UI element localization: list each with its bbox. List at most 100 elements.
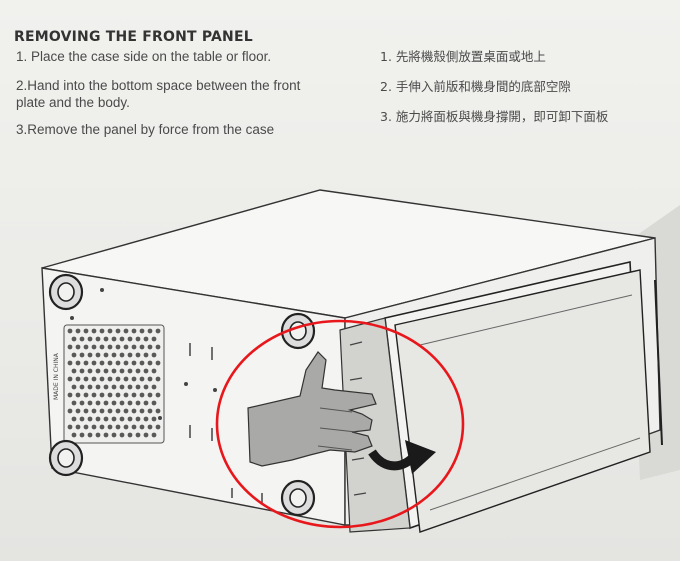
vent-hole [75, 392, 81, 398]
highlight-circle [215, 319, 465, 529]
vent-hole [127, 368, 133, 374]
vent-hole [67, 328, 73, 334]
rear-slots [189, 343, 263, 503]
vent-hole [123, 360, 129, 366]
vent-hole [119, 336, 125, 342]
vent-hole [79, 432, 85, 438]
vent-hole [103, 432, 109, 438]
vent-hole [127, 352, 133, 358]
vent-hole [95, 416, 101, 422]
vent-hole [99, 328, 105, 334]
vent-hole [87, 432, 93, 438]
vent-hole [71, 432, 77, 438]
vent-hole [99, 424, 105, 430]
vent-hole [75, 328, 81, 334]
english-step-2: 2.Hand into the bottom space between the… [16, 78, 301, 110]
vent-hole [95, 400, 101, 406]
vent-hole [95, 352, 101, 358]
hand-finger-lines [317, 407, 357, 451]
vent-hole [71, 336, 77, 342]
vent-hole [119, 368, 125, 374]
vent-hole [79, 384, 85, 390]
vent-hole [79, 336, 85, 342]
vent-hole [143, 352, 149, 358]
vent-hole [87, 368, 93, 374]
vent-hole [139, 360, 145, 366]
vent-hole [131, 424, 137, 430]
vent-hole [99, 392, 105, 398]
hand-illustration [247, 351, 377, 467]
vent-hole [139, 408, 145, 414]
panel-clips [349, 341, 367, 496]
vent-hole [131, 344, 137, 350]
vent-hole [147, 360, 153, 366]
vent-hole [79, 416, 85, 422]
vent-hole [143, 432, 149, 438]
vent-hole [151, 384, 157, 390]
vent-hole [75, 424, 81, 430]
vent-hole [127, 416, 133, 422]
vent-hole [87, 336, 93, 342]
vent-hole [79, 400, 85, 406]
vent-hole [131, 328, 137, 334]
vent-hole [143, 384, 149, 390]
vent-hole [87, 384, 93, 390]
vent-hole [143, 416, 149, 422]
vent-hole [147, 344, 153, 350]
vent-hole [139, 424, 145, 430]
vent-hole [83, 424, 89, 430]
vent-mesh [67, 328, 161, 438]
foot-bottom-right [280, 479, 316, 517]
vent-hole [67, 392, 73, 398]
vent-hole [71, 416, 77, 422]
chinese-step-2: 2. 手伸入前版和機身間的底部空隙 [380, 79, 571, 94]
vent-hole [107, 424, 113, 430]
vent-hole [91, 328, 97, 334]
vent-hole [107, 392, 113, 398]
vent-hole [119, 352, 125, 358]
section-heading: REMOVING THE FRONT PANEL [14, 29, 253, 45]
vent-hole [107, 376, 113, 382]
vent-hole [95, 384, 101, 390]
vent-hole [75, 360, 81, 366]
vent-hole [139, 344, 145, 350]
vent-hole [75, 376, 81, 382]
case-feet [48, 273, 316, 517]
vent-hole [155, 408, 161, 414]
vent-hole [119, 384, 125, 390]
vent-hole [95, 368, 101, 374]
vent-hole [155, 392, 161, 398]
vent-hole [99, 376, 105, 382]
vent-hole [111, 336, 117, 342]
vent-hole [71, 400, 77, 406]
vent-hole [79, 352, 85, 358]
vent-hole [151, 352, 157, 358]
vent-hole [103, 384, 109, 390]
vent-hole [151, 416, 157, 422]
vent-hole [111, 384, 117, 390]
vent-hole [127, 336, 133, 342]
vent-hole [115, 424, 121, 430]
foot-top-right [280, 312, 316, 350]
vent-hole [155, 424, 161, 430]
vent-hole [131, 392, 137, 398]
vent-hole [115, 408, 121, 414]
vent-hole [115, 392, 121, 398]
vent-hole [107, 360, 113, 366]
vent-hole [111, 352, 117, 358]
vent-hole [111, 432, 117, 438]
made-in-label: MADE IN CHINA [53, 352, 60, 400]
foot-bottom-left [48, 439, 84, 477]
vent-hole [95, 336, 101, 342]
vent-hole [99, 344, 105, 350]
vent-hole [135, 416, 141, 422]
vent-hole [127, 384, 133, 390]
vent-hole [91, 408, 97, 414]
vent-hole [147, 328, 153, 334]
vent-hole [75, 408, 81, 414]
vent-hole [83, 376, 89, 382]
vent-hole [83, 360, 89, 366]
vent-hole [107, 408, 113, 414]
